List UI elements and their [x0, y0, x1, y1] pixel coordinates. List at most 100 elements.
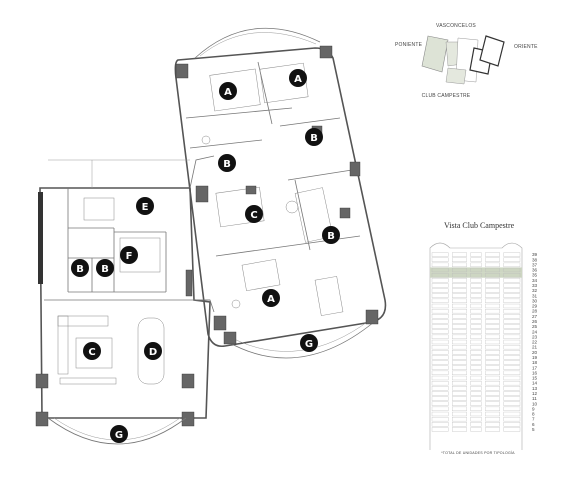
floor-unit-cell [485, 278, 500, 283]
floor-unit-cell [431, 339, 449, 345]
floor-number-35: 35 [532, 273, 538, 278]
floor-unit-cell [452, 360, 467, 365]
floor-unit-cell [503, 272, 521, 278]
floor-unit-cell [431, 283, 449, 288]
floor-unit-cell [452, 401, 467, 406]
svg-text:E: E [142, 202, 149, 213]
floor-unit-cell [452, 380, 467, 386]
floor-unit-cell [470, 375, 482, 381]
floor-unit-cell [452, 303, 467, 309]
svg-text:F: F [126, 251, 133, 262]
floor-unit-cell [452, 288, 467, 293]
floor-unit-cell [503, 262, 521, 268]
floor-unit-cell [503, 350, 521, 355]
floor-unit-cell [452, 350, 467, 355]
floor-unit-cell [503, 324, 521, 329]
floor-unit-cell [503, 391, 521, 396]
unit-badge-d: D [144, 342, 162, 360]
floor-unit-cell [503, 365, 521, 370]
floor-unit-cell [503, 401, 521, 406]
floor-number-26: 26 [532, 319, 538, 324]
floor-unit-cell [470, 365, 482, 370]
floor-unit-cell [485, 324, 500, 329]
floor-number-33: 33 [532, 283, 538, 288]
floor-unit-cell [503, 308, 521, 314]
floor-number-17: 17 [532, 365, 538, 370]
floor-number-8: 8 [532, 412, 535, 417]
floor-unit-cell [431, 329, 449, 334]
floor-unit-cell [485, 298, 500, 304]
floor-unit-cell [485, 386, 500, 391]
floor-unit-cell [503, 303, 521, 309]
floor-unit-cell [470, 427, 482, 432]
floor-unit-cell [485, 293, 500, 298]
floor-number-14: 14 [532, 381, 538, 386]
floor-unit-cell [431, 314, 449, 319]
floor-number-5: 5 [532, 427, 535, 432]
floor-unit-cell [485, 406, 500, 412]
floor-unit-cell [452, 257, 467, 262]
floor-unit-cell [485, 267, 500, 273]
floor-unit-cell [431, 401, 449, 406]
unit-badges: A A B B C B E F B B A C D G G [71, 69, 340, 443]
balcony-g-left [47, 417, 187, 445]
floor-unit-cell [452, 267, 467, 273]
floor-unit-cell [470, 350, 482, 355]
floor-unit-cell [431, 360, 449, 365]
floor-unit-cell [485, 416, 500, 422]
floor-unit-cell [470, 355, 482, 360]
floor-number-34: 34 [532, 278, 538, 283]
floor-unit-cell [452, 334, 467, 340]
floor-number-28: 28 [532, 309, 538, 314]
floor-unit-cell [431, 427, 449, 432]
floor-unit-cell [452, 319, 467, 324]
unit-badge-b-5: B [96, 259, 114, 277]
floor-unit-cell [431, 396, 449, 401]
floor-number-20: 20 [532, 350, 538, 355]
floor-unit-cell [503, 386, 521, 391]
floor-unit-cell [485, 283, 500, 288]
floor-unit-cell [431, 344, 449, 350]
floor-unit-cell [485, 401, 500, 406]
floor-unit-cell [470, 416, 482, 422]
unit-badge-c-2: C [83, 342, 101, 360]
floor-number-21: 21 [532, 345, 538, 350]
floor-unit-cell [452, 391, 467, 396]
floor-unit-cell [431, 272, 449, 278]
floor-unit-cell [485, 355, 500, 360]
floor-unit-cell [503, 360, 521, 365]
highlighted-floor-35 [430, 272, 522, 278]
floor-number-37: 37 [532, 262, 538, 267]
unit-badge-b-3: B [322, 226, 340, 244]
svg-text:G: G [115, 430, 123, 441]
floor-unit-cell [431, 391, 449, 396]
floor-unit-cell [431, 308, 449, 314]
svg-text:A: A [224, 87, 232, 98]
floor-unit-cell [431, 324, 449, 329]
unit-badge-f: F [120, 246, 138, 264]
floor-number-22: 22 [532, 340, 538, 345]
floor-unit-cell [503, 293, 521, 298]
floor-unit-cell [470, 386, 482, 391]
floor-unit-cell [470, 339, 482, 345]
floor-unit-cell [470, 319, 482, 324]
floor-unit-cell [503, 339, 521, 345]
svg-text:B: B [223, 159, 231, 170]
floor-unit-cell [503, 288, 521, 293]
svg-text:B: B [310, 133, 318, 144]
floor-unit-cell [485, 314, 500, 319]
floor-unit-cell [470, 298, 482, 304]
floor-unit-cell [485, 427, 500, 432]
floor-unit-cell [452, 293, 467, 298]
floor-unit-cell [431, 370, 449, 376]
floor-number-25: 25 [532, 324, 538, 329]
floor-unit-cell [470, 411, 482, 417]
floor-unit-cell [503, 334, 521, 340]
floor-unit-cell [452, 324, 467, 329]
floor-unit-cell [431, 380, 449, 386]
floor-unit-cell [470, 252, 482, 257]
unit-badge-e: E [136, 197, 154, 215]
floor-unit-cell [470, 329, 482, 334]
floor-unit-cell [503, 257, 521, 262]
